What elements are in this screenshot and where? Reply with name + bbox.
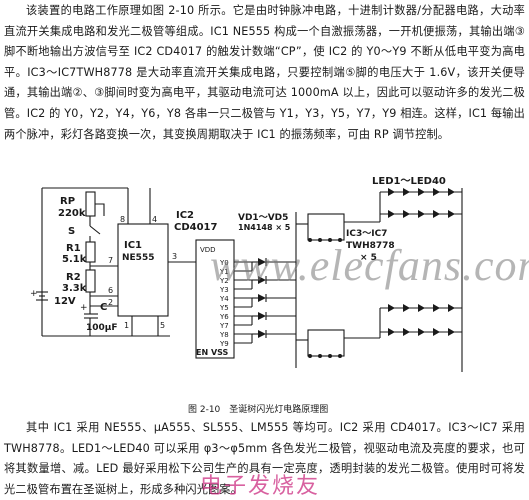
ic1-label: IC1 bbox=[124, 240, 142, 251]
r2-label: R2 bbox=[66, 272, 81, 283]
led bbox=[403, 188, 410, 196]
led bbox=[418, 210, 425, 218]
ic2-label: IC2 bbox=[176, 210, 194, 221]
rp-label: RP bbox=[60, 196, 75, 207]
led bbox=[448, 304, 455, 312]
ic3-label: IC3～IC7 bbox=[346, 229, 387, 239]
led bbox=[448, 188, 455, 196]
switch-pin bbox=[338, 238, 342, 242]
led bbox=[433, 328, 440, 336]
switch-pin bbox=[318, 354, 322, 358]
ic2-pin-label: Y3 bbox=[219, 286, 229, 294]
diode bbox=[258, 276, 266, 284]
switch-array bbox=[296, 213, 380, 358]
svg-text:8: 8 bbox=[120, 215, 125, 224]
switch-ic bbox=[307, 213, 345, 241]
svg-text:1: 1 bbox=[124, 321, 129, 330]
led bbox=[388, 210, 395, 218]
diodes-part: 1N4148 × 5 bbox=[238, 223, 291, 232]
ic2-pin-label: Y4 bbox=[219, 295, 229, 303]
led bbox=[388, 304, 395, 312]
vcc-label: 12V bbox=[54, 296, 76, 307]
svg-text:4: 4 bbox=[152, 215, 157, 224]
diode bbox=[258, 258, 266, 266]
svg-text:5: 5 bbox=[160, 321, 165, 330]
led bbox=[448, 210, 455, 218]
c-label: C bbox=[100, 302, 107, 313]
watermark: www.elecfans.com bbox=[210, 241, 529, 290]
switch-pin bbox=[308, 354, 312, 358]
r1-value: 5.1k bbox=[62, 254, 87, 265]
r1-label: R1 bbox=[66, 243, 81, 254]
ic3-part: TWH8778 bbox=[346, 241, 395, 251]
ic2-pin-label: Y9 bbox=[219, 340, 229, 348]
corner-logo: 电子发烧友 bbox=[200, 474, 321, 499]
r1-resistor bbox=[85, 241, 96, 263]
led bbox=[403, 210, 410, 218]
svg-text:+: + bbox=[80, 303, 88, 313]
ic2-pin-label: Y2 bbox=[219, 277, 229, 285]
led bbox=[403, 328, 410, 336]
led bbox=[418, 188, 425, 196]
ic1-part: NE555 bbox=[122, 253, 154, 263]
led bbox=[448, 328, 455, 336]
rp-resistor bbox=[85, 191, 96, 217]
ic2-pin-label: Y1 bbox=[219, 268, 229, 276]
ic2-pin-label: Y7 bbox=[219, 322, 229, 330]
led bbox=[388, 328, 395, 336]
svg-text:6: 6 bbox=[108, 286, 113, 295]
ic2-pin-label: Y8 bbox=[219, 331, 229, 339]
diode-array bbox=[251, 258, 296, 343]
rp-value: 220k bbox=[58, 208, 86, 219]
diodes-label: VD1～VD5 bbox=[238, 213, 288, 223]
ic2-pin-label: Y0 bbox=[219, 259, 229, 267]
switch-pin bbox=[328, 238, 332, 242]
switch-pin bbox=[308, 238, 312, 242]
figure-caption: 图 2-10 圣诞树闪光灯电路原理图 bbox=[188, 403, 328, 415]
component-paragraph: 其中 IC1 采用 NE555、μA555、SL555、LM555 等均可。IC… bbox=[4, 421, 525, 496]
r2-value: 3.3k bbox=[62, 283, 87, 294]
led bbox=[433, 304, 440, 312]
diode bbox=[258, 330, 266, 338]
switch-label: S bbox=[68, 226, 75, 237]
led bbox=[418, 328, 425, 336]
circuit-diagram: RP 220k S R1 5.1k R2 3.3k + C 100μF + 12… bbox=[30, 176, 463, 415]
led bbox=[403, 304, 410, 312]
ic2-pin-label: Y5 bbox=[219, 304, 229, 312]
svg-text:3: 3 bbox=[172, 252, 177, 261]
led bbox=[418, 304, 425, 312]
svg-text:+: + bbox=[30, 289, 38, 299]
switch-s bbox=[89, 225, 101, 235]
ic2-pin-label: Y6 bbox=[219, 313, 229, 321]
diode bbox=[258, 294, 266, 302]
led-label: LED1～LED40 bbox=[372, 176, 446, 187]
svg-text:2: 2 bbox=[108, 298, 113, 307]
led bbox=[388, 188, 395, 196]
c-value: 100μF bbox=[86, 323, 118, 333]
led bbox=[433, 188, 440, 196]
rp-wiper bbox=[95, 203, 105, 216]
intro-paragraph: 该装置的电路工作原理如图 2-10 所示。它是由时钟脉冲电路，十进制计数器/分配… bbox=[4, 4, 525, 141]
ic2-block bbox=[195, 239, 235, 359]
diode bbox=[258, 312, 266, 320]
ic1-block bbox=[117, 223, 169, 317]
switch-pin bbox=[328, 354, 332, 358]
ic3-count: × 5 bbox=[360, 253, 377, 263]
ic2-part: CD4017 bbox=[174, 222, 218, 233]
switch-ic bbox=[307, 329, 345, 357]
led bbox=[433, 210, 440, 218]
svg-text:7: 7 bbox=[108, 256, 113, 265]
svg-text:EN VSS: EN VSS bbox=[196, 348, 229, 357]
switch-pin bbox=[318, 238, 322, 242]
switch-pin bbox=[338, 354, 342, 358]
r2-resistor bbox=[85, 269, 96, 293]
led-array bbox=[379, 188, 462, 338]
svg-text:VDD: VDD bbox=[200, 246, 216, 254]
